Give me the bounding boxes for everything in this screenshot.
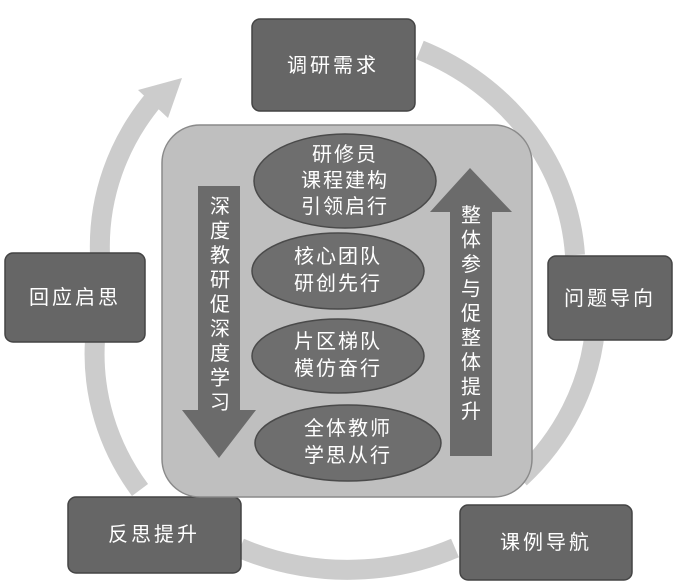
stage-lesson-navigation: 课例导航 xyxy=(459,504,633,581)
tier-line: 片区梯队 xyxy=(294,329,382,353)
vertical-char: 研 xyxy=(210,268,230,292)
vertical-char: 升 xyxy=(461,399,481,423)
tier-researcher: 研修员 课程建构 引领启行 xyxy=(253,133,437,229)
tier-core-team: 核心团队 研创先行 xyxy=(251,232,425,310)
vertical-char: 度 xyxy=(210,219,230,243)
down-arrow: 深度教研促深度学习 xyxy=(182,186,256,458)
tier-line: 学思从行 xyxy=(304,443,392,467)
vertical-char: 促 xyxy=(210,292,230,316)
vertical-char: 促 xyxy=(461,301,481,325)
tier-line: 研修员 xyxy=(312,142,378,166)
vertical-char: 深 xyxy=(210,317,230,341)
vertical-char: 整 xyxy=(461,203,481,227)
tier-all-teachers: 全体教师 学思从行 xyxy=(254,404,442,482)
tier-line: 引领启行 xyxy=(301,194,389,218)
stage-label: 反思提升 xyxy=(108,522,200,546)
tier-line: 课程建构 xyxy=(301,168,389,192)
stage-label: 回应启思 xyxy=(29,285,121,309)
tier-district-team: 片区梯队 模仿奋行 xyxy=(251,318,425,394)
ring-arrowhead xyxy=(138,78,182,118)
stage-reflect-improve: 反思提升 xyxy=(67,496,242,574)
up-arrow-label: 整体参与促整体提升 xyxy=(461,203,481,423)
tier-line: 模仿奋行 xyxy=(294,356,382,380)
tier-line: 研创先行 xyxy=(294,271,382,295)
vertical-char: 深 xyxy=(210,194,230,218)
vertical-char: 提 xyxy=(461,375,481,399)
vertical-char: 教 xyxy=(210,243,230,267)
vertical-char: 度 xyxy=(210,341,230,365)
ring-arc-bottom xyxy=(236,538,459,580)
vertical-char: 整 xyxy=(461,326,481,350)
ring-arc-left xyxy=(89,91,163,256)
ring-arc-lower-left xyxy=(84,339,149,496)
cycle-ring xyxy=(84,40,605,580)
vertical-char: 体 xyxy=(461,350,481,374)
vertical-char: 学 xyxy=(210,366,230,390)
stage-label: 课例导航 xyxy=(500,530,592,554)
stage-respond-inspire: 回应启思 xyxy=(4,252,146,343)
core-panel xyxy=(161,124,533,498)
ring-arc-lower-right xyxy=(513,328,605,486)
stage-research-needs: 调研需求 xyxy=(251,18,416,112)
ring-arc-right xyxy=(416,40,585,256)
stage-label: 调研需求 xyxy=(287,53,379,77)
vertical-char: 与 xyxy=(461,277,481,301)
stage-label: 问题导向 xyxy=(564,286,656,310)
down-arrow-label: 深度教研促深度学习 xyxy=(210,194,230,414)
vertical-char: 参 xyxy=(461,252,481,276)
tier-line: 核心团队 xyxy=(294,244,382,268)
stage-problem-oriented: 问题导向 xyxy=(547,255,673,341)
tier-line: 全体教师 xyxy=(304,416,392,440)
vertical-char: 习 xyxy=(210,390,230,414)
up-arrow: 整体参与促整体提升 xyxy=(430,168,512,456)
vertical-char: 体 xyxy=(461,228,481,252)
